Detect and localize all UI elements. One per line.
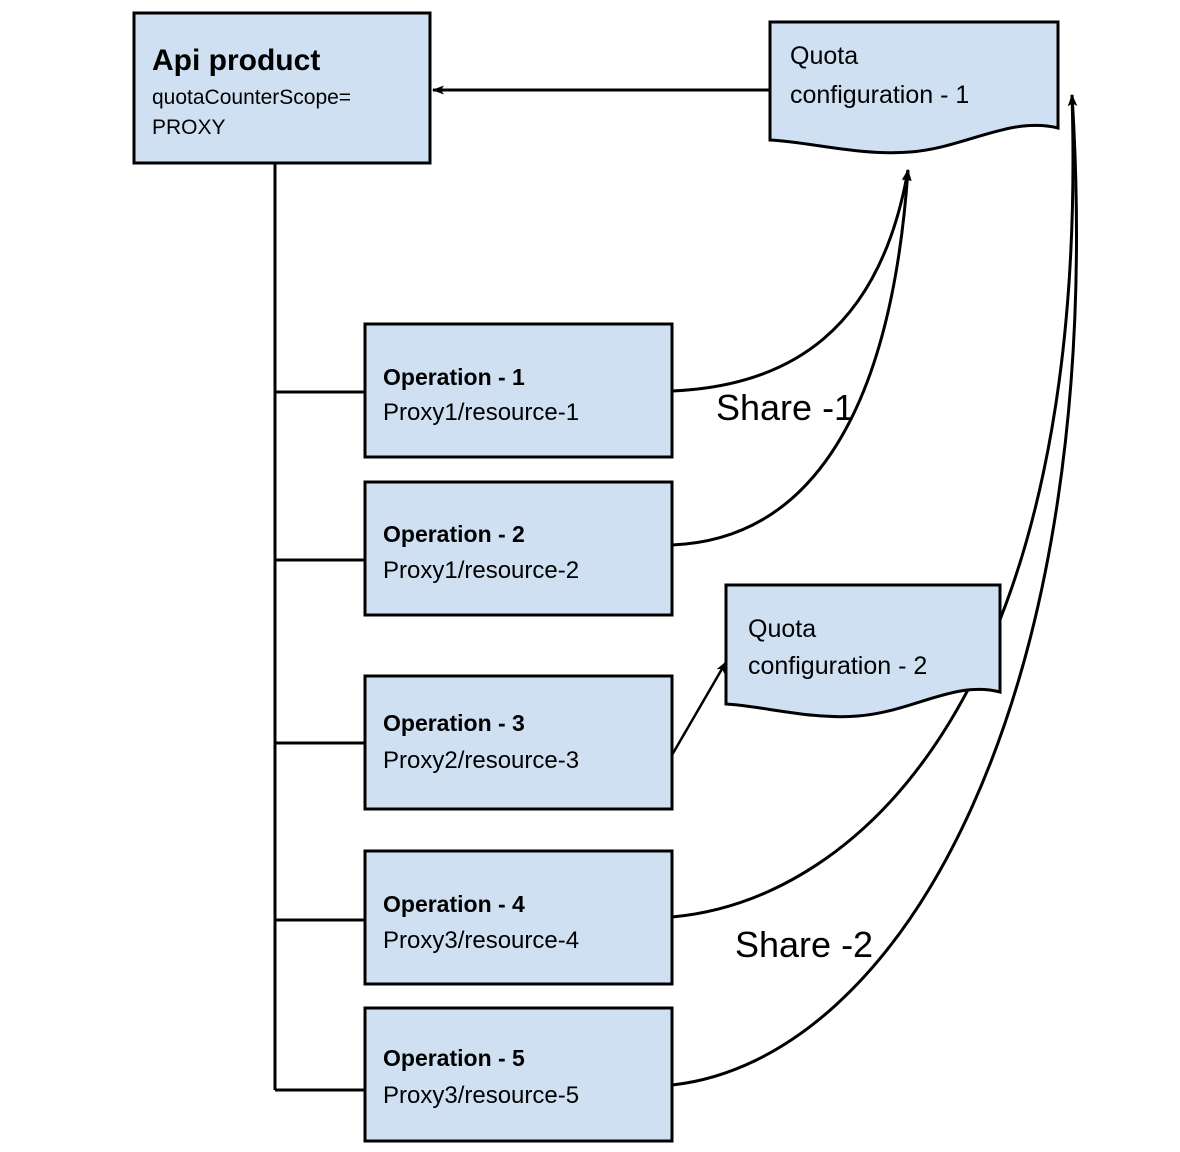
node-operation-4[interactable]: Operation - 4 Proxy3/resource-4: [363, 849, 674, 986]
api-product-title: Api product: [152, 44, 320, 77]
api-product-attribute-line2: PROXY: [152, 116, 226, 139]
operation-5-resource: Proxy3/resource-5: [383, 1082, 579, 1109]
operation-5-title: Operation - 5: [383, 1045, 525, 1071]
node-operation-1[interactable]: Operation - 1 Proxy1/resource-1: [363, 322, 674, 459]
operation-4-resource: Proxy3/resource-4: [383, 927, 579, 954]
edge-api-product-tree: [273, 163, 365, 1092]
quota-config-1-line2: configuration - 1: [790, 81, 969, 109]
api-product-attribute-line1: quotaCounterScope=: [152, 86, 351, 109]
operation-4-title: Operation - 4: [383, 891, 525, 917]
operation-1-title: Operation - 1: [383, 364, 525, 390]
operation-2-title: Operation - 2: [383, 521, 525, 547]
node-quota-configuration-2[interactable]: Quota configuration - 2: [724, 583, 1002, 719]
operation-2-resource: Proxy1/resource-2: [383, 557, 579, 584]
operation-3-title: Operation - 3: [383, 710, 525, 736]
quota-config-2-line1: Quota: [748, 615, 816, 643]
node-operation-2[interactable]: Operation - 2 Proxy1/resource-2: [363, 480, 674, 617]
edge-operation3-to-quota2: [670, 661, 728, 756]
quota-config-1-line1: Quota: [790, 42, 858, 70]
edge-share-1-group: [671, 169, 912, 547]
edge-label-share-2: Share -2: [735, 924, 873, 965]
node-api-product[interactable]: Api product quotaCounterScope= PROXY: [132, 11, 432, 165]
node-operation-5[interactable]: Operation - 5 Proxy3/resource-5: [363, 1006, 674, 1143]
quota-config-2-line2: configuration - 2: [748, 652, 927, 680]
operation-1-resource: Proxy1/resource-1: [383, 399, 579, 426]
edge-share-2-group: [671, 94, 1078, 1087]
edge-label-share-1: Share -1: [716, 387, 854, 428]
node-operation-3[interactable]: Operation - 3 Proxy2/resource-3: [363, 674, 674, 811]
operation-3-resource: Proxy2/resource-3: [383, 747, 579, 774]
node-quota-configuration-1[interactable]: Quota configuration - 1: [768, 20, 1060, 155]
